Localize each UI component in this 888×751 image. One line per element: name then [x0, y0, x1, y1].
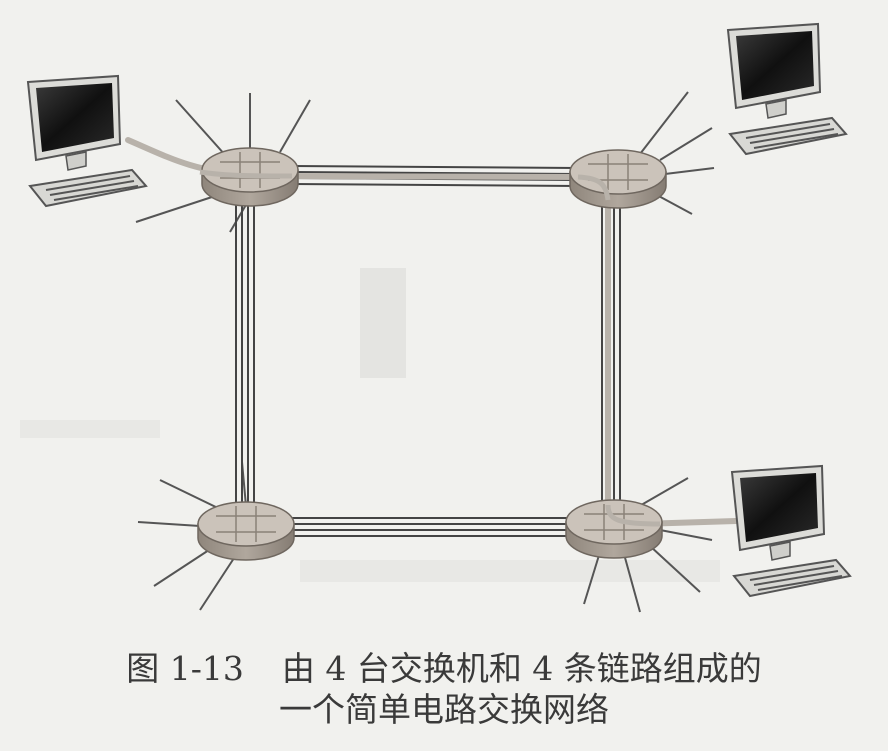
- figure-caption: 图 1-13 由 4 台交换机和 4 条链路组成的 一个简单电路交换网络: [0, 648, 888, 731]
- host-top-right: [727, 23, 847, 155]
- bleed-through-line: [300, 560, 720, 582]
- caption-title-line-1: 由 4 台交换机和 4 条链路组成的: [281, 649, 762, 688]
- links: [235, 165, 621, 537]
- host-bottom-right: [731, 465, 851, 597]
- switch-bottom-right: [565, 499, 663, 559]
- link-left: [235, 202, 255, 508]
- figure-number: 图 1-13: [126, 649, 244, 688]
- caption-line-1: 图 1-13 由 4 台交换机和 4 条链路组成的: [0, 648, 888, 689]
- bleed-through-block: [360, 268, 406, 378]
- caption-title-line-2: 一个简单电路交换网络: [279, 690, 609, 730]
- link-bottom: [288, 517, 572, 537]
- bleed-through-line: [20, 420, 160, 438]
- switch-bottom-left: [197, 501, 295, 561]
- access-spokes: [135, 91, 715, 613]
- circuit-through-switches: [199, 169, 661, 527]
